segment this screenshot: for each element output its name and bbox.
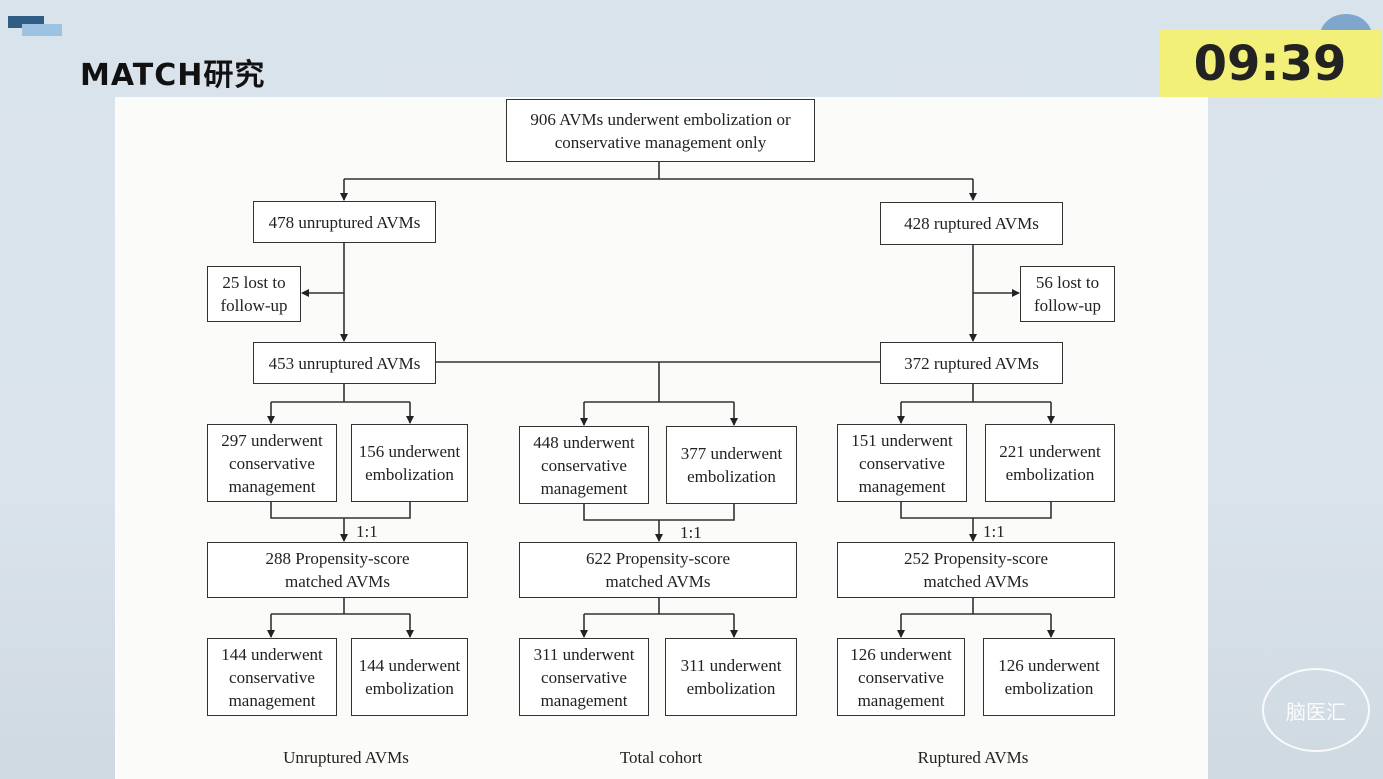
decor-bar-light xyxy=(22,24,62,36)
box-unruptured-conservative: 297 underwent conservative management xyxy=(207,424,337,502)
box-unruptured-final-embolization: 144 underwent embolization xyxy=(351,638,468,716)
box-ruptured-conservative: 151 underwent conservative management xyxy=(837,424,967,502)
watermark-logo: 脑医汇 xyxy=(1262,668,1370,752)
box-total-final-conservative: 311 underwent conservative management xyxy=(519,638,649,716)
box-total-avms: 906 AVMs underwent embolization or conse… xyxy=(506,99,815,162)
box-ruptured-followed: 372 ruptured AVMs xyxy=(880,342,1063,384)
box-unruptured-lost: 25 lost to follow-up xyxy=(207,266,301,322)
box-total-embolization: 377 underwent embolization xyxy=(666,426,797,504)
column-label-unruptured: Unruptured AVMs xyxy=(283,748,409,767)
column-label-ruptured: Ruptured AVMs xyxy=(917,748,1029,767)
box-ruptured-initial: 428 ruptured AVMs xyxy=(880,202,1063,245)
box-ruptured-final-conservative: 126 underwent conservative management xyxy=(837,638,965,716)
countdown-timer: 09:39 xyxy=(1159,30,1381,98)
ratio-label-ruptured: 1:1 xyxy=(983,522,1005,541)
slide-title: MATCH研究 xyxy=(80,58,266,93)
box-unruptured-initial: 478 unruptured AVMs xyxy=(253,201,436,243)
box-unruptured-matched: 288 Propensity-score matched AVMs xyxy=(207,542,468,598)
box-total-matched: 622 Propensity-score matched AVMs xyxy=(519,542,797,598)
box-ruptured-lost: 56 lost to follow-up xyxy=(1020,266,1115,322)
box-total-conservative: 448 underwent conservative management xyxy=(519,426,649,504)
ratio-label-total: 1:1 xyxy=(680,523,702,542)
box-unruptured-followed: 453 unruptured AVMs xyxy=(253,342,436,384)
ratio-label-unruptured: 1:1 xyxy=(356,522,378,541)
box-total-final-embolization: 311 underwent embolization xyxy=(665,638,797,716)
box-unruptured-final-conservative: 144 underwent conservative management xyxy=(207,638,337,716)
column-label-total: Total cohort xyxy=(619,748,703,767)
box-ruptured-matched: 252 Propensity-score matched AVMs xyxy=(837,542,1115,598)
box-ruptured-embolization: 221 underwent embolization xyxy=(985,424,1115,502)
box-unruptured-embolization: 156 underwent embolization xyxy=(351,424,468,502)
box-ruptured-final-embolization: 126 underwent embolization xyxy=(983,638,1115,716)
